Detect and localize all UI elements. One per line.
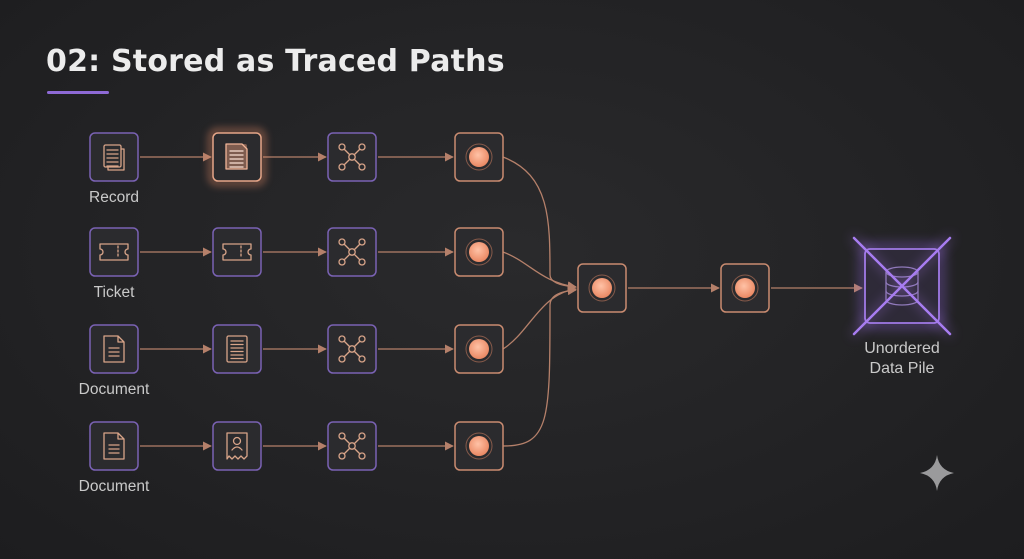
merge-connector (502, 285, 577, 350)
destination-node (852, 236, 952, 336)
destination-label-1: Unordered (864, 340, 940, 357)
point-node-3 (454, 324, 504, 374)
network-graph-icon (338, 238, 366, 266)
copy-node-3 (212, 324, 262, 374)
record-document-icon (103, 144, 125, 171)
row-label-2: Ticket (93, 284, 135, 301)
row-label-1: Record (89, 189, 139, 206)
copy-node-1 (208, 128, 266, 186)
database-crossed-out-icon (852, 236, 952, 336)
copy-node-4 (212, 421, 262, 471)
network-node-3 (327, 324, 377, 374)
network-graph-icon (338, 335, 366, 363)
page-title: 02: Stored as Traced Paths (46, 44, 505, 79)
row-label-3: Document (78, 381, 150, 398)
merge-connector (502, 286, 577, 447)
network-node-2 (327, 227, 377, 277)
source-node-2 (89, 227, 139, 277)
source-node-1 (89, 132, 139, 182)
title-underline (47, 91, 109, 94)
row-label-4: Document (78, 478, 150, 495)
lined-document-icon (226, 335, 248, 363)
destination-label-2: Data Pile (869, 360, 935, 377)
document-icon (103, 432, 125, 460)
source-node-3 (89, 324, 139, 374)
document-icon (103, 335, 125, 363)
source-node-4 (89, 421, 139, 471)
network-node-1 (327, 132, 377, 182)
relay-node (720, 263, 770, 313)
point-node-4 (454, 421, 504, 471)
point-node-2 (454, 227, 504, 277)
merge-connector (502, 156, 577, 291)
sparkle-icon (920, 455, 954, 491)
ticket-icon (222, 243, 252, 261)
network-graph-icon (338, 432, 366, 460)
merge-node (577, 263, 627, 313)
network-graph-icon (338, 143, 366, 171)
point-node-1 (454, 132, 504, 182)
copy-node-2 (212, 227, 262, 277)
highlighted-document-icon (225, 143, 248, 170)
ticket-icon (99, 243, 129, 261)
merge-connector (502, 251, 577, 291)
id-receipt-icon (226, 432, 248, 460)
network-node-4 (327, 421, 377, 471)
